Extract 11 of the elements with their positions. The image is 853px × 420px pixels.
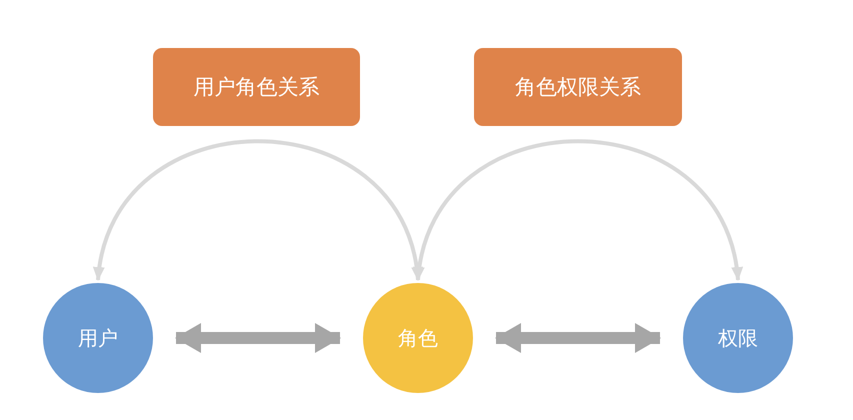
double-arrow (175, 323, 341, 353)
double-arrow (495, 323, 661, 353)
node-label: 角色 (398, 324, 438, 352)
curved-arrow (94, 140, 422, 281)
node-label: 用户角色关系 (194, 74, 320, 101)
node-label: 用户 (78, 324, 118, 352)
relation-box (474, 48, 682, 126)
relation-box (153, 48, 360, 126)
node-label: 权限 (718, 324, 758, 352)
curved-arrow (414, 140, 742, 281)
node-label: 角色权限关系 (515, 74, 641, 101)
